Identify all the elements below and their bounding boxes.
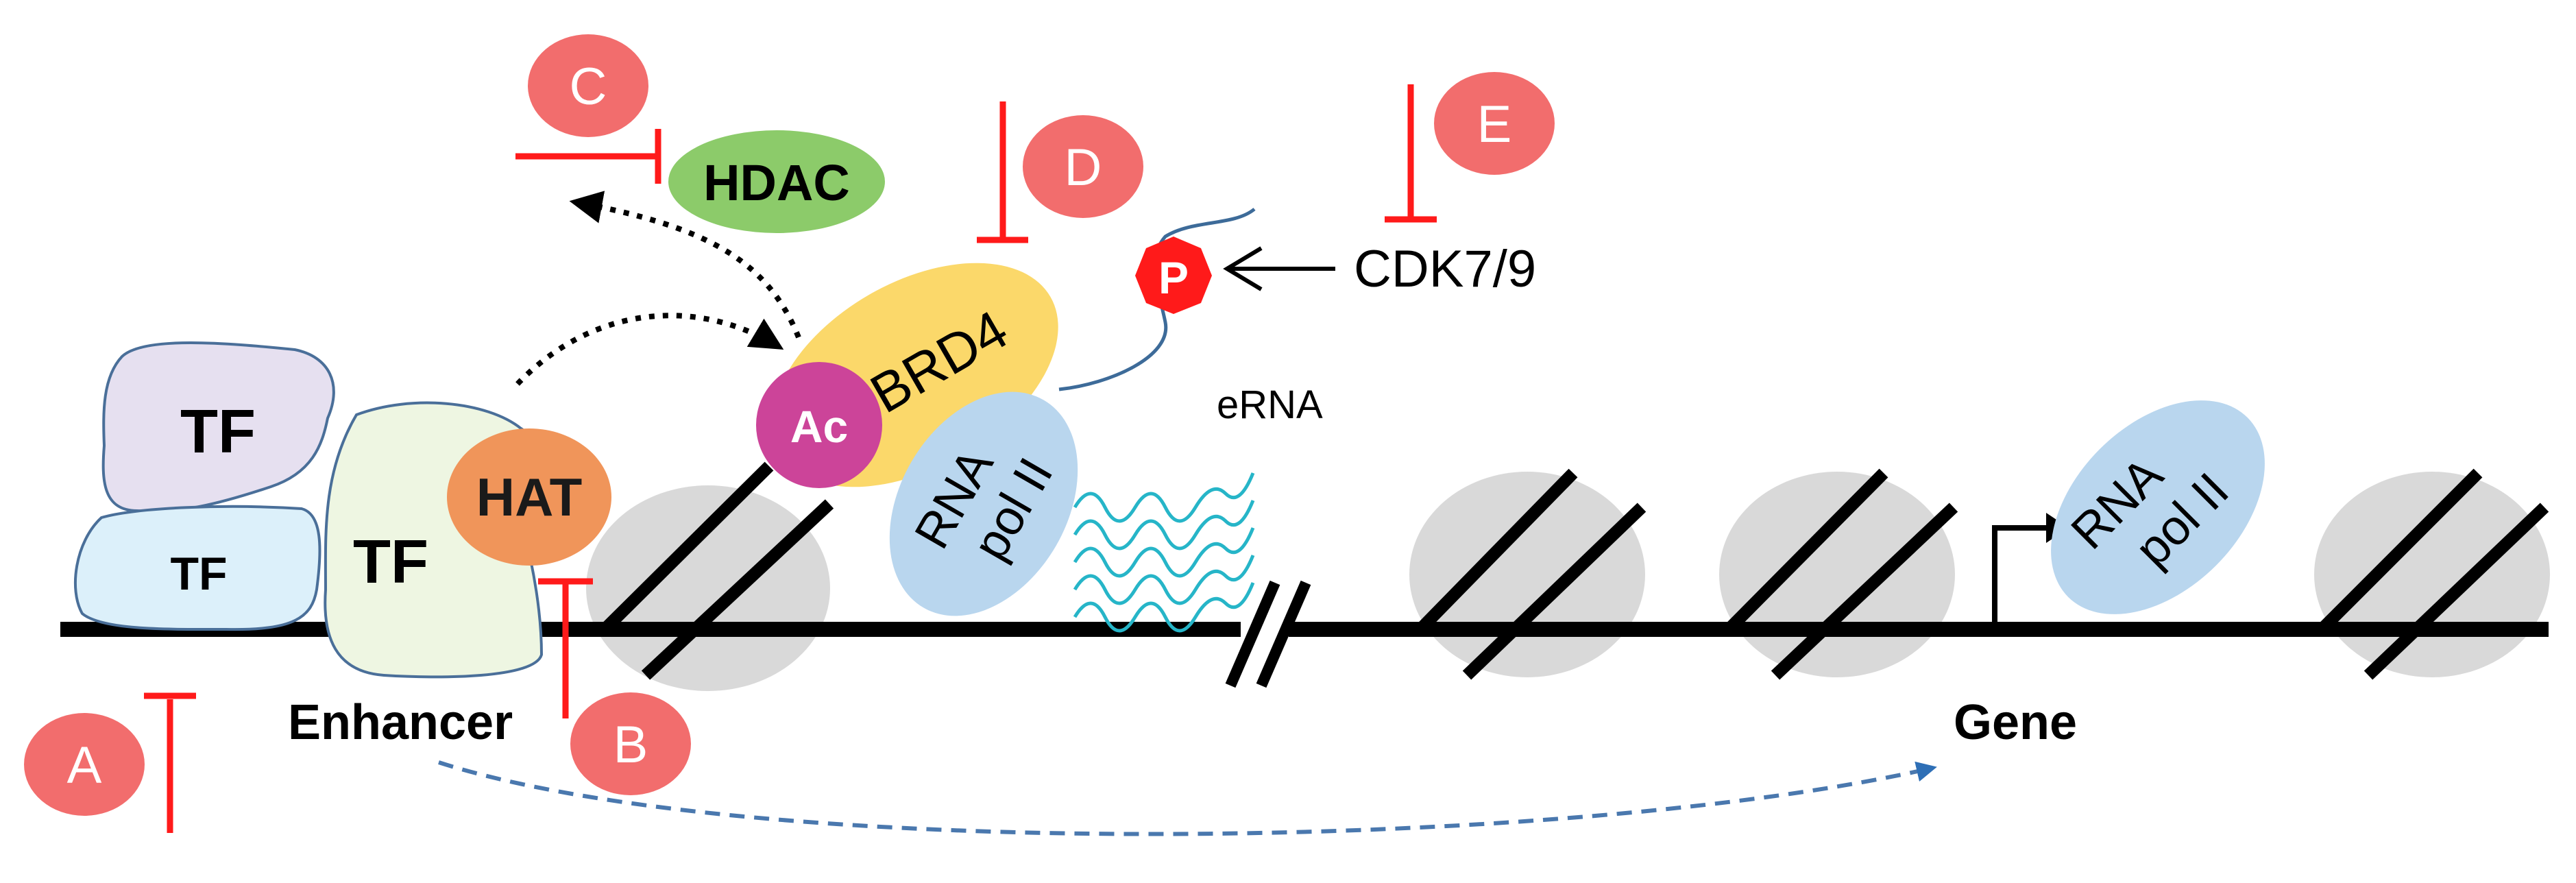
enhancer-label: Enhancer [288, 695, 513, 750]
hdac-label: HDAC [703, 154, 850, 211]
hat: HAT [447, 428, 611, 566]
dna-break-mark [1225, 580, 1311, 688]
inhibitor-e [1385, 84, 1437, 223]
marker-d-label: D [1065, 138, 1102, 197]
cdk-label: CDK7/9 [1354, 240, 1536, 298]
erna-transcripts [1073, 472, 1255, 633]
marker-c-label: C [570, 58, 607, 116]
marker-d: D [1023, 115, 1143, 218]
cdk-arrow [1223, 246, 1335, 291]
phospho-mark: P [1135, 237, 1212, 314]
marker-a: A [24, 713, 145, 816]
tf-purple: TF [101, 341, 335, 513]
hdac-bidirectional-dotted-arrow [569, 191, 801, 339]
erna-label: eRNA [1217, 383, 1323, 427]
tf-blue: TF [74, 505, 321, 631]
marker-b-label: B [613, 716, 648, 774]
inhibitor-a [144, 692, 196, 833]
ac-label: Ac [790, 401, 848, 452]
nucleosome-wraps [598, 461, 2549, 680]
rna-pol-ii-enhancer: RNA pol II [889, 391, 1078, 616]
tf-main-label: TF [353, 528, 428, 596]
nucleosome-1 [586, 485, 830, 691]
acetyl-mark: Ac [756, 362, 882, 488]
rna-pol-ii-gene: RNA pol II [2051, 400, 2265, 614]
marker-b: B [570, 692, 691, 795]
marker-e-label: E [1477, 95, 1512, 154]
inhibitors [144, 84, 1437, 833]
gene-label: Gene [1954, 695, 2077, 750]
nucleosome-3 [1719, 472, 1955, 677]
marker-c: C [528, 34, 648, 137]
inhibitor-c [515, 129, 661, 184]
inhibitor-d [977, 101, 1028, 243]
enhancer-to-gene-arrow [438, 760, 1937, 836]
inhibitor-b [538, 578, 593, 718]
nucleosome-4 [2314, 472, 2550, 677]
tf-bottom-label: TF [170, 548, 227, 600]
hat-to-brd4-dotted-arrow [515, 313, 784, 386]
marker-e: E [1434, 72, 1555, 175]
nucleosome-2 [1409, 472, 1645, 677]
tf-top-label: TF [180, 398, 256, 466]
marker-a-label: A [67, 736, 102, 795]
hdac: HDAC [668, 130, 885, 233]
phospho-label: P [1158, 252, 1189, 303]
hat-label: HAT [476, 467, 583, 527]
